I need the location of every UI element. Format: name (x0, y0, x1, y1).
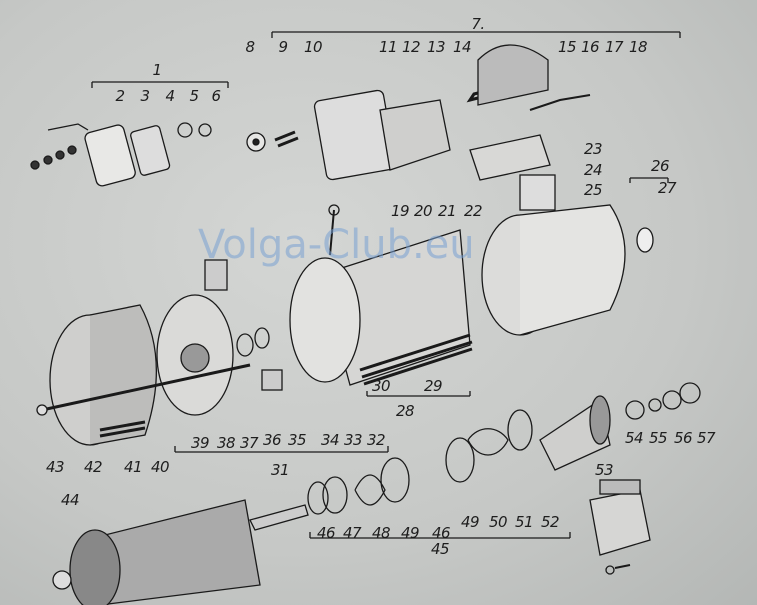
part-number-label: 5 (189, 87, 199, 105)
part-number-label: 29 (423, 377, 443, 395)
part-number-label: 55 (648, 429, 668, 447)
bracket-26 (629, 177, 669, 183)
part-number-label: 38 (216, 434, 236, 452)
part-number-label: 33 (343, 431, 363, 449)
part-number-label: 23 (583, 140, 603, 158)
part-number-label: 17 (604, 38, 624, 56)
part-number-label: 46 (431, 524, 451, 542)
part-number-label: 30 (371, 377, 391, 395)
end-cover-band (36, 304, 251, 446)
drive-pinion-parts (307, 382, 701, 515)
part-number-label: 21 (437, 202, 457, 220)
part-number-label: 49 (400, 524, 420, 542)
part-number-label: 7. (471, 15, 485, 33)
part-number-label: 4 (165, 87, 175, 105)
part-number-label: 32 (366, 431, 386, 449)
part-number-label: 22 (463, 202, 483, 220)
part-number-label: 37 (239, 434, 259, 452)
yoke-field-housing (289, 204, 473, 386)
part-number-label: 28 (395, 402, 415, 420)
part-number-label: 27 (657, 179, 677, 197)
part-number-label: 42 (83, 458, 103, 476)
part-number-label: 20 (413, 202, 433, 220)
part-number-label: 44 (60, 491, 80, 509)
part-number-label: 39 (190, 434, 210, 452)
bracket-31 (174, 446, 389, 453)
part-number-label: 8 (245, 38, 255, 56)
part-number-label: 46 (316, 524, 336, 542)
part-number-label: 3 (140, 87, 150, 105)
part-number-label: 25 (583, 181, 603, 199)
part-number-label: 15 (557, 38, 577, 56)
part-number-label: 10 (303, 38, 323, 56)
part-number-label: 18 (628, 38, 648, 56)
part-number-label: 47 (342, 524, 362, 542)
bracket-45 (309, 532, 571, 539)
part-number-label: 48 (371, 524, 391, 542)
part-number-label: 1 (152, 61, 162, 79)
part-number-label: 51 (514, 513, 534, 531)
bracket-28 (366, 391, 471, 397)
part-number-label: 24 (583, 161, 603, 179)
solenoid-relay-parts (246, 44, 591, 181)
commutator-end-plate (156, 259, 283, 416)
part-number-label: 13 (426, 38, 446, 56)
part-number-label: 11 (378, 38, 398, 56)
part-number-label: 54 (624, 429, 644, 447)
part-number-label: 34 (320, 431, 340, 449)
part-number-label: 6 (211, 87, 221, 105)
part-number-label: 41 (123, 458, 143, 476)
part-number-label: 40 (150, 458, 170, 476)
cover-plate-parts (30, 122, 212, 187)
relay-53 (589, 479, 651, 575)
part-number-label: 12 (401, 38, 421, 56)
part-number-label: 43 (45, 458, 65, 476)
bracket-1 (91, 81, 229, 88)
part-number-label: 9 (278, 38, 288, 56)
part-number-label: 56 (673, 429, 693, 447)
part-number-label: 19 (390, 202, 410, 220)
part-number-label: 50 (488, 513, 508, 531)
part-number-label: 57 (696, 429, 716, 447)
part-number-label: 36 (262, 431, 282, 449)
drive-end-housing (481, 174, 654, 336)
part-number-label: 26 (650, 157, 670, 175)
part-number-label: 53 (594, 461, 614, 479)
armature (52, 499, 309, 605)
part-number-label: 14 (452, 38, 472, 56)
part-number-label: 52 (540, 513, 560, 531)
part-number-label: 16 (580, 38, 600, 56)
part-number-label: 31 (270, 461, 290, 479)
part-number-label: 2 (115, 87, 125, 105)
watermark: Volga-Club.eu (198, 222, 475, 268)
part-number-label: 49 (460, 513, 480, 531)
part-number-label: 35 (287, 431, 307, 449)
bracket-7 (271, 31, 681, 38)
part-number-label: 45 (430, 540, 450, 558)
